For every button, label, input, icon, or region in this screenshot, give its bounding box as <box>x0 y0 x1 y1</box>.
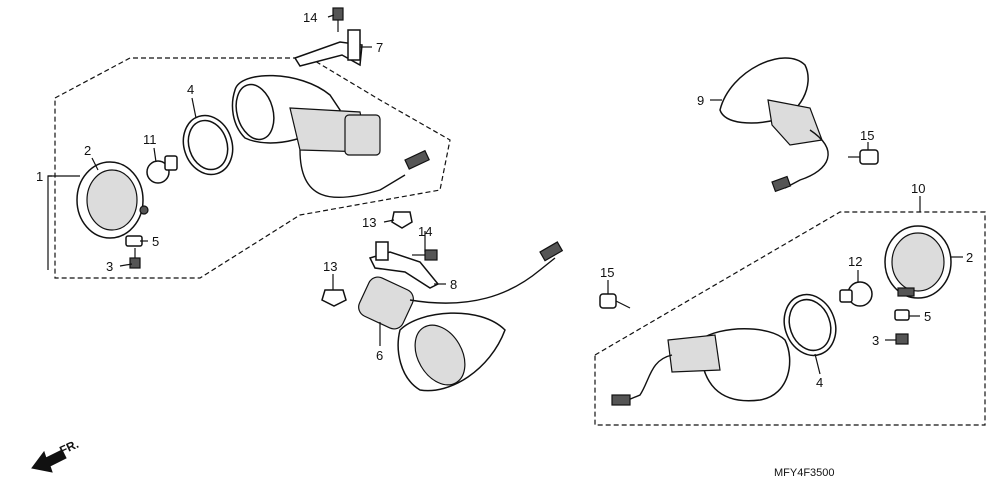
bolt-right <box>599 293 631 309</box>
connector-left <box>404 149 430 170</box>
diagram-code: MFY4F3500 <box>774 467 835 479</box>
connector-lower <box>539 241 564 262</box>
callout-4-left: 4 <box>187 82 194 97</box>
callout-5-right: 5 <box>924 309 931 324</box>
leader-lines <box>47 14 963 375</box>
callout-15-lower: 15 <box>600 265 614 280</box>
callout-10: 10 <box>911 181 925 196</box>
callout-12: 12 <box>848 254 862 269</box>
callout-14-lower: 14 <box>418 224 432 239</box>
wire-lower <box>409 257 556 304</box>
screw-right <box>895 333 909 345</box>
front-direction-arrow-icon <box>31 449 67 473</box>
lens-left <box>76 161 149 239</box>
callout-14-upper: 14 <box>303 10 317 25</box>
group-outline-left <box>54 57 451 279</box>
housing-right <box>667 328 791 402</box>
nut-upper <box>391 211 413 229</box>
wire-upper-right <box>784 129 829 189</box>
bracket-lower <box>368 241 440 289</box>
callout-4-right: 4 <box>816 375 823 390</box>
callout-9: 9 <box>697 93 704 108</box>
lens-right <box>884 225 952 299</box>
seal-ring-left <box>182 114 234 176</box>
callout-11: 11 <box>143 132 157 147</box>
front-direction-label: FR. <box>57 437 80 458</box>
callout-7: 7 <box>376 40 383 55</box>
housing-lower <box>358 276 506 392</box>
connector-right <box>611 394 631 406</box>
bracket-upper <box>293 29 363 67</box>
housing-left <box>231 74 381 156</box>
callout-8: 8 <box>450 277 457 292</box>
callout-3-right: 3 <box>872 333 879 348</box>
wire-left <box>299 149 406 199</box>
nut-lower <box>321 289 347 307</box>
bolt-upper <box>332 7 344 32</box>
screw-left <box>129 248 141 269</box>
washer-left <box>125 235 143 247</box>
callout-1: 1 <box>36 169 43 184</box>
callout-2-right: 2 <box>966 250 973 265</box>
bolt-upper-right <box>848 149 879 165</box>
callout-13-upper: 13 <box>362 215 376 230</box>
bulb-right <box>839 281 873 307</box>
wire-right <box>627 354 673 401</box>
callout-6: 6 <box>376 348 383 363</box>
seal-ring-right <box>783 293 837 357</box>
bulb-left <box>146 155 178 184</box>
callout-13-lower: 13 <box>323 259 337 274</box>
washer-right <box>894 309 910 321</box>
bolt-lower <box>412 249 438 261</box>
callout-3-left: 3 <box>106 259 113 274</box>
callout-5-left: 5 <box>152 234 159 249</box>
group-outline-right <box>594 211 986 426</box>
housing-upper-right <box>719 57 823 146</box>
connector-upper-right <box>771 175 792 193</box>
callout-15-upper: 15 <box>860 128 874 143</box>
callout-2-left: 2 <box>84 143 91 158</box>
